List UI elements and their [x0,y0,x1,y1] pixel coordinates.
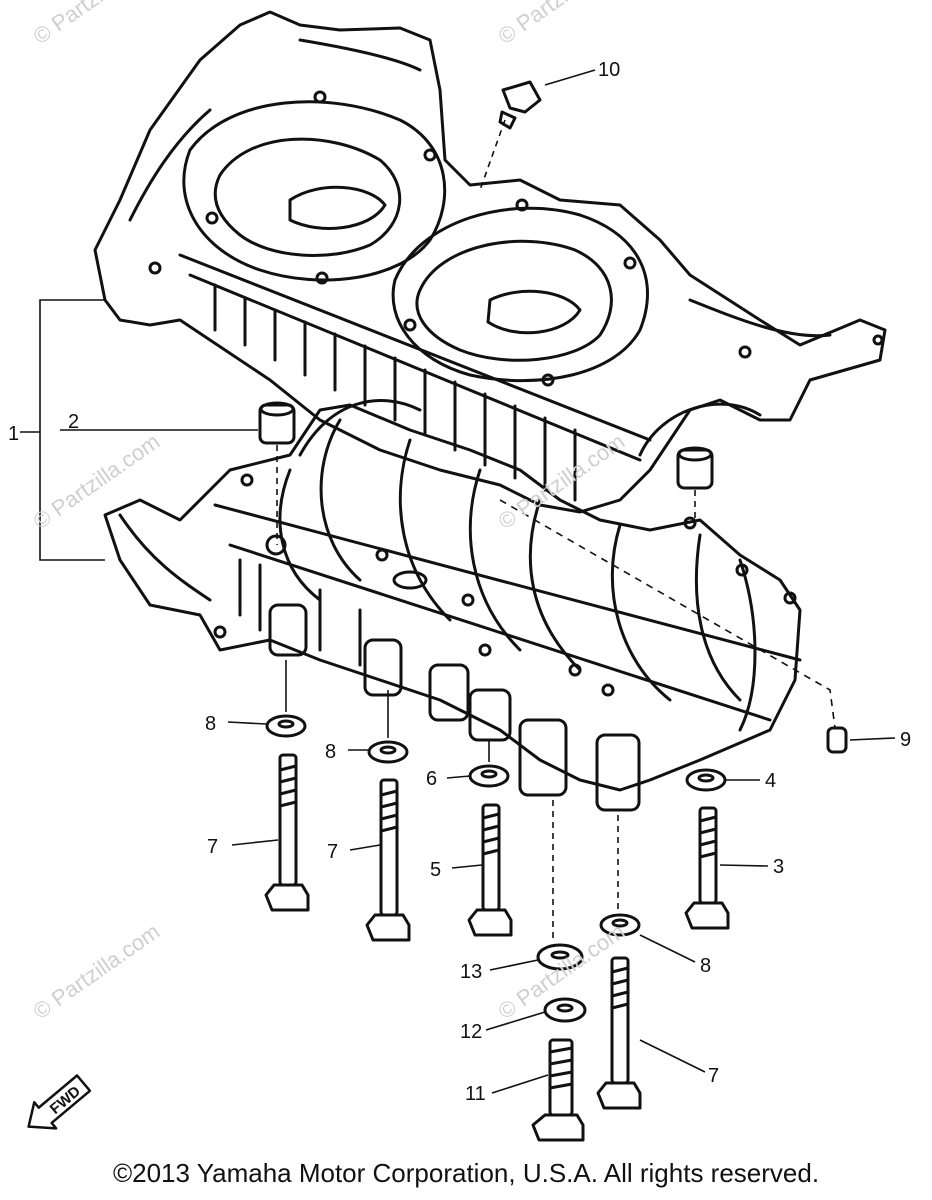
bolt-7c [596,956,642,1110]
callout-7b: 7 [327,841,338,863]
callout-13: 13 [460,961,482,983]
watermark-5: © Partzilla.com [29,919,165,1025]
callout-8c: 8 [700,955,711,977]
fwd-arrow: FWD [27,1074,92,1130]
collar-left [258,401,296,445]
fitting [498,80,542,130]
callout-2: 2 [68,411,79,433]
callout-6: 6 [426,768,437,790]
watermark-2: © Partzilla.com [494,0,630,49]
callout-3: 3 [773,856,784,878]
bolt-3 [684,806,730,930]
callout-labels: 1 2 10 8 8 6 4 9 7 7 5 3 8 13 12 11 7 [8,59,911,1105]
bolt-7b [365,778,411,942]
callout-10: 10 [598,59,620,81]
washer-6 [468,764,510,788]
collar-right [676,446,714,490]
lower-crankcase [103,403,802,812]
washer-4 [685,768,727,792]
dowel-pin [826,726,848,754]
washer-8a [265,714,307,738]
watermarks: © Partzilla.com © Partzilla.com © Partzi… [29,0,630,1024]
watermark-6: © Partzilla.com [494,919,630,1025]
washer-8b [367,740,409,764]
bolt-5 [467,803,513,937]
upper-crankcase [93,10,887,514]
callout-1: 1 [8,423,19,445]
washer-12 [543,997,587,1023]
callout-7a: 7 [207,836,218,858]
callout-8b: 8 [325,741,336,763]
callout-4: 4 [765,770,776,792]
callout-11: 11 [465,1083,486,1105]
crankcase-exploded-diagram: 1 2 10 8 8 6 4 9 7 7 5 3 8 13 12 11 7 FW… [8,0,911,1142]
leader-lines [20,69,896,1094]
bolt-7a [264,753,310,912]
washer-8c [599,913,641,937]
callout-5: 5 [430,859,441,881]
washer-13 [536,943,584,971]
watermark-3: © Partzilla.com [29,429,165,535]
watermark-1: © Partzilla.com [29,0,165,49]
callout-12: 12 [460,1021,482,1043]
callout-9: 9 [900,729,911,751]
callout-7c: 7 [708,1065,719,1087]
bolt-11 [531,1038,585,1142]
callout-8a: 8 [205,713,216,735]
copyright-notice: ©2013 Yamaha Motor Corporation, U.S.A. A… [112,1158,820,1188]
